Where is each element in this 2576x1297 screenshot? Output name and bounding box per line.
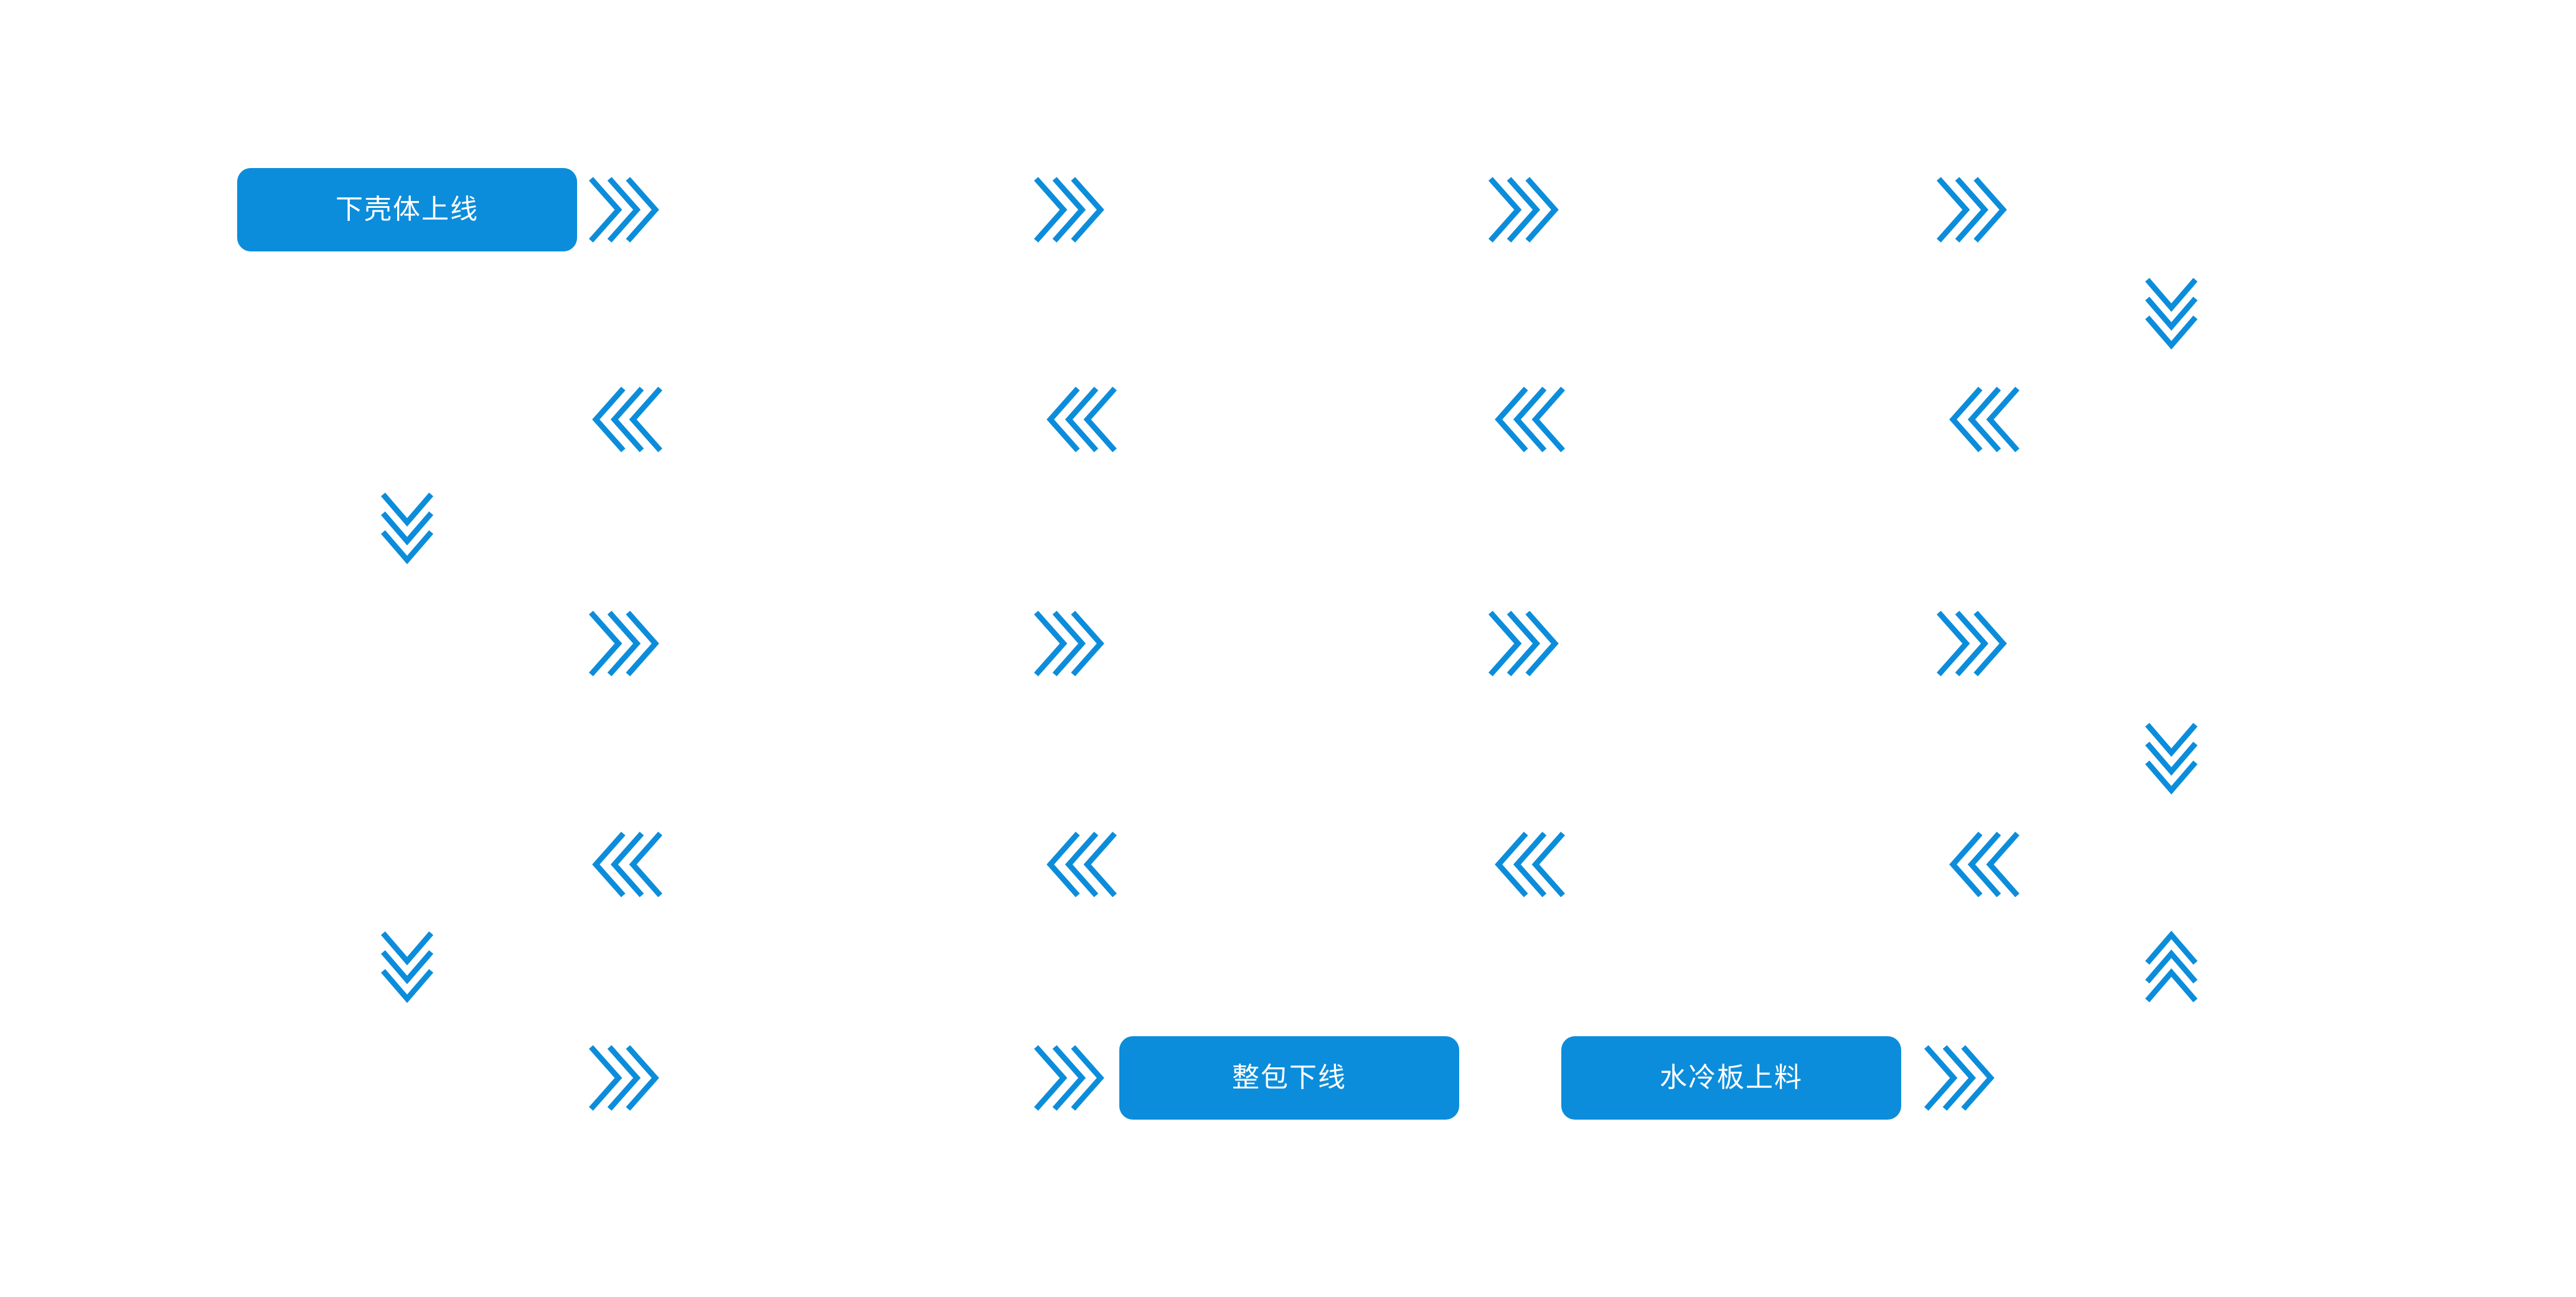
chevron-right-icon [588,176,657,243]
process-node-label: 水冷板上料 [1660,1062,1803,1093]
chevron-right-icon [1936,176,2005,243]
chevron-left-icon [595,386,663,453]
chevron-left-icon [1952,386,2020,453]
chevron-left-icon [595,831,663,898]
process-node-pack-offline[interactable]: 整包下线 [1119,1036,1459,1120]
chevron-left-icon [1049,386,1117,453]
chevron-right-icon [588,1044,657,1112]
chevron-right-icon [1033,176,1102,243]
process-node-label: 整包下线 [1232,1062,1347,1093]
chevron-down-icon [381,492,433,561]
chevron-down-icon [2145,722,2198,792]
chevron-up-icon [2145,934,2198,1003]
chevron-right-icon [1488,610,1556,677]
chevron-left-icon [1952,831,2020,898]
chevron-right-icon [1033,610,1102,677]
chevron-down-icon [381,930,433,1000]
process-node-cooling-plate-loading[interactable]: 水冷板上料 [1561,1036,1901,1120]
chevron-right-icon [1488,176,1556,243]
chevron-left-icon [1497,386,1566,453]
chevron-left-icon [1049,831,1117,898]
chevron-down-icon [2145,277,2198,347]
chevron-right-icon [1936,610,2005,677]
chevron-left-icon [1497,831,1566,898]
chevron-right-icon [1033,1044,1102,1112]
chevron-right-icon [1924,1044,1992,1112]
process-node-label: 下壳体上线 [336,194,479,225]
chevron-right-icon [588,610,657,677]
process-node-lower-shell-online[interactable]: 下壳体上线 [237,168,577,251]
